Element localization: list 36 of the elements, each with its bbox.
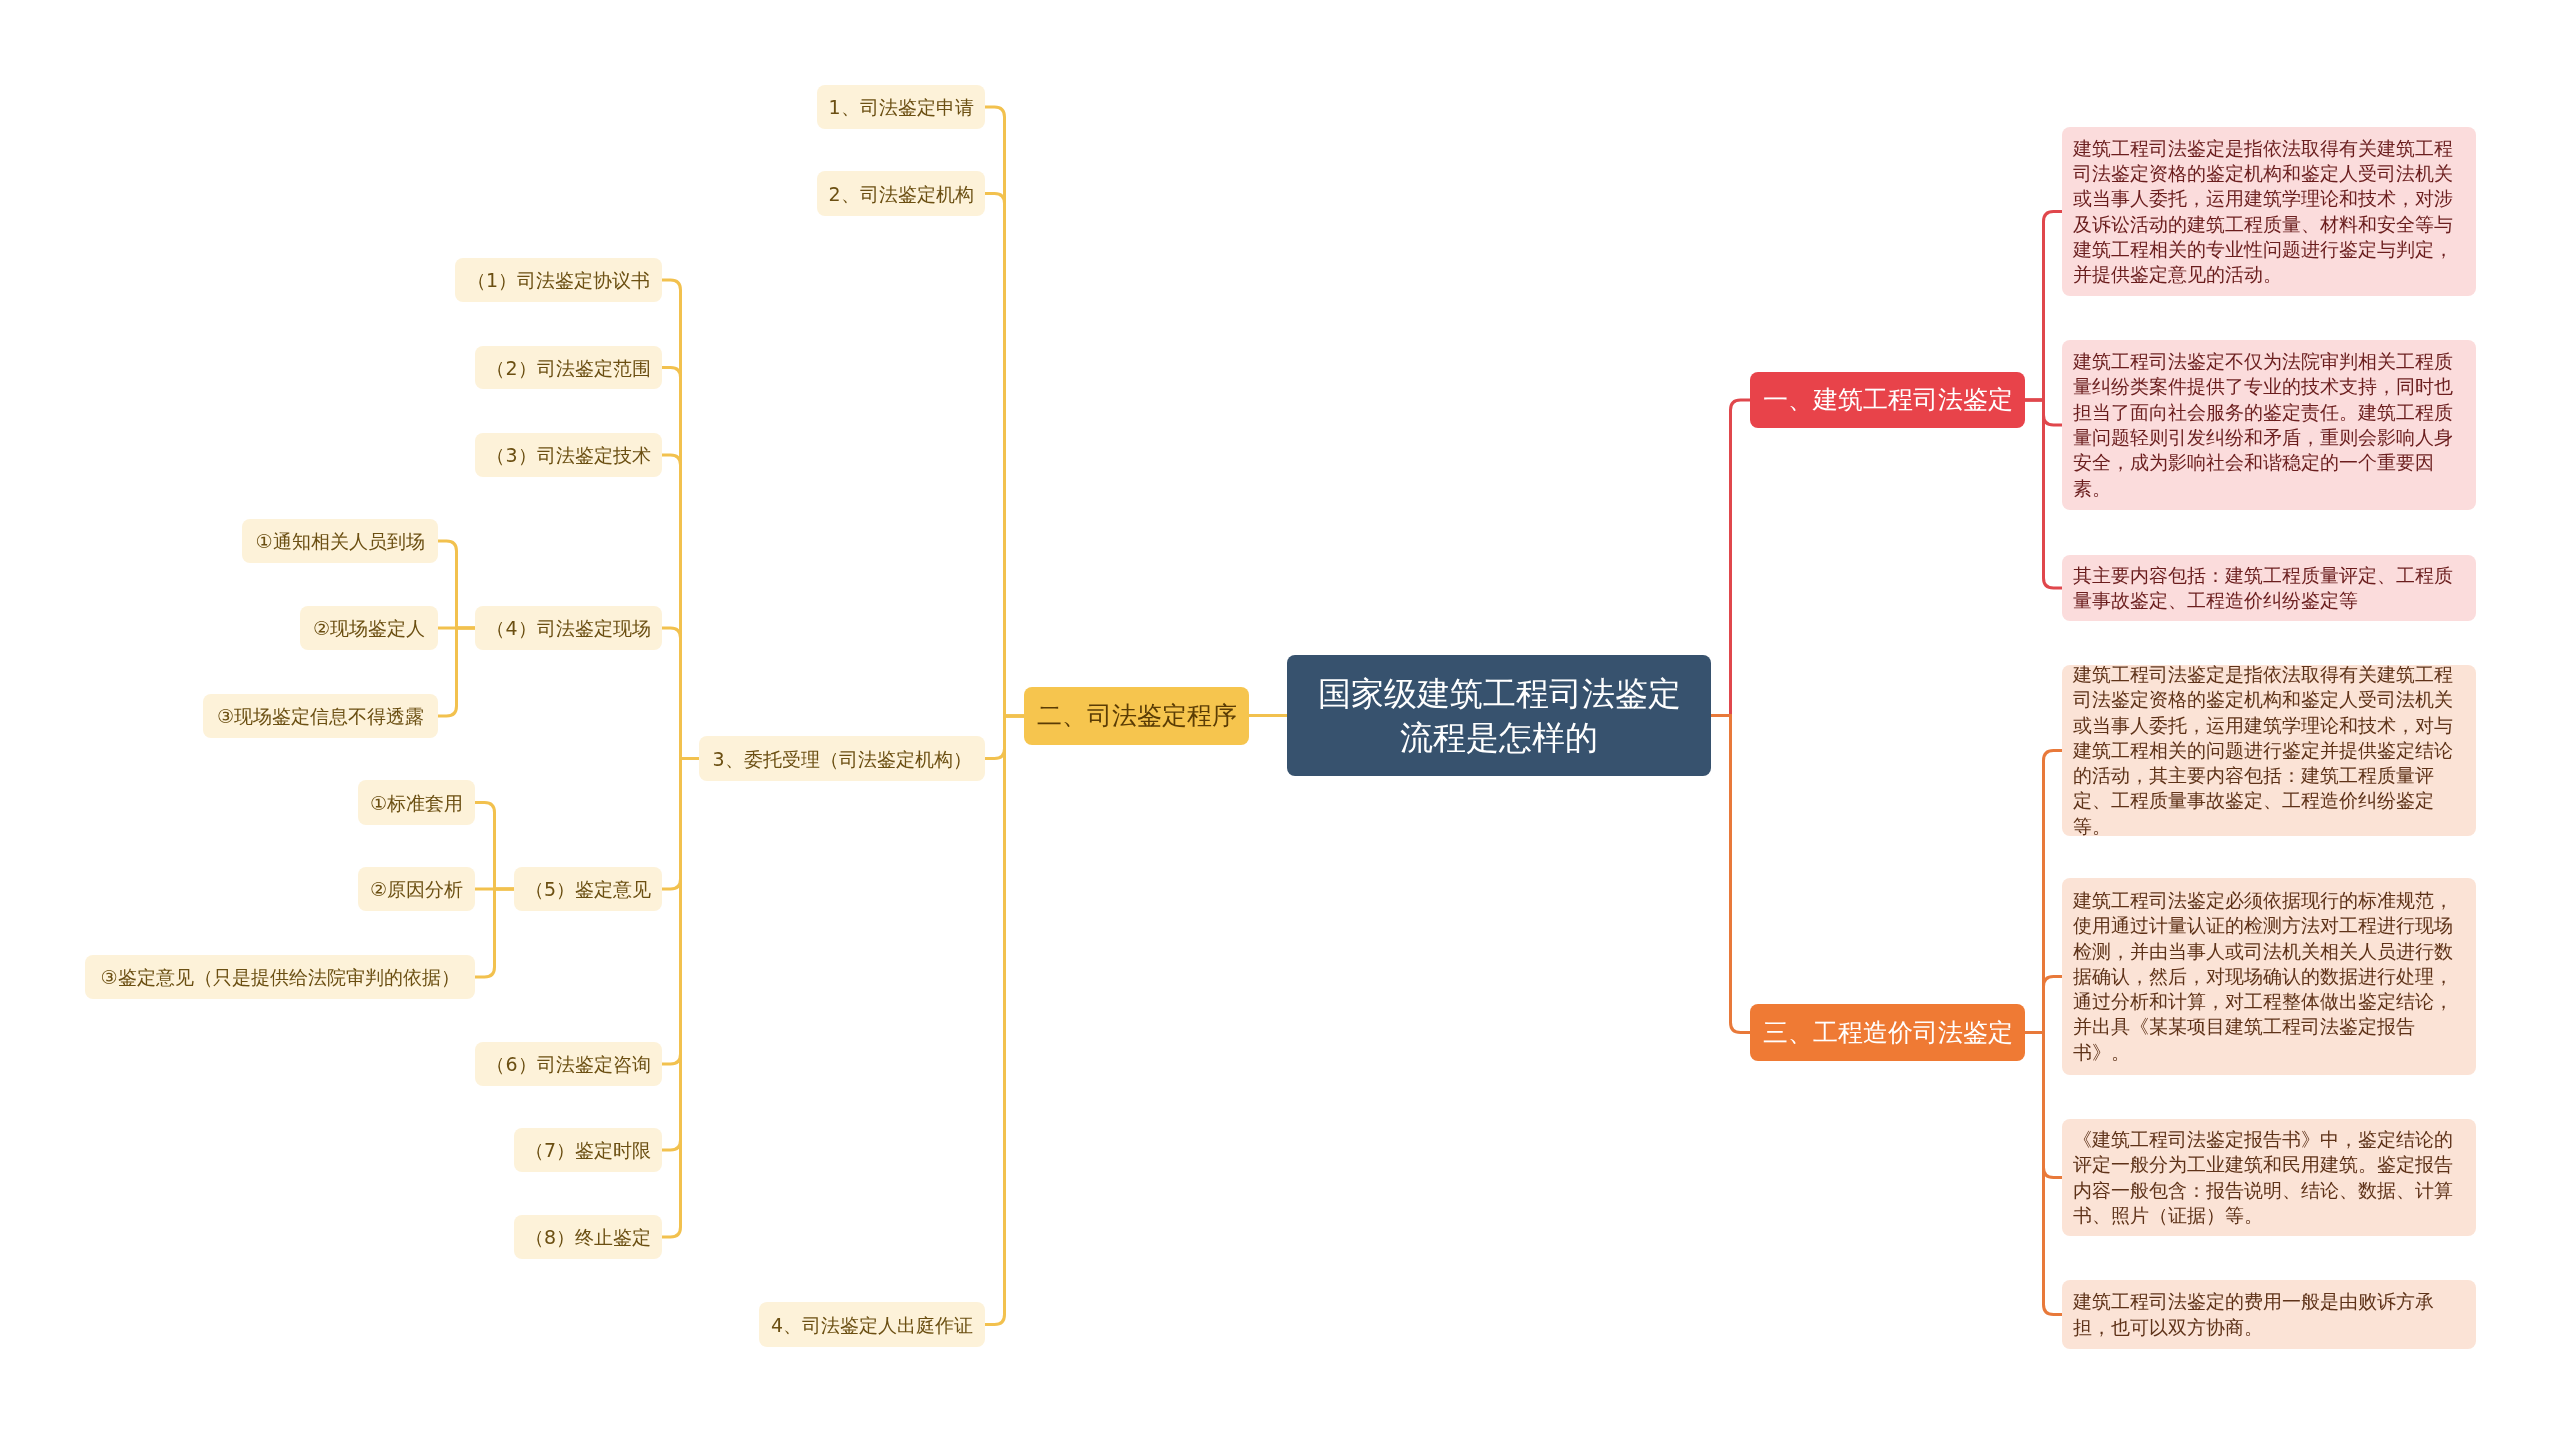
branch-topic-box: 二、司法鉴定程序 — [1024, 687, 1249, 745]
subtopic-box: （6）司法鉴定咨询 — [475, 1042, 662, 1086]
note-box: 建筑工程司法鉴定是指依法取得有关建筑工程司法鉴定资格的鉴定机构和鉴定人受司法机关或当事人委托，运用建筑学理论和技术，对涉及诉讼活动的建筑工程质量、材料和安全等与建筑工程相关的专业性问题进行鉴定与判定，并提供鉴定意见的活动。 — [2062, 127, 2476, 296]
note-box: 建筑工程司法鉴定的费用一般是由败诉方承担，也可以双方协商。 — [2062, 1280, 2476, 1349]
subtopic-box: 3、委托受理（司法鉴定机构） — [699, 736, 985, 781]
connector-line — [475, 887, 514, 979]
connector-line — [1711, 714, 1750, 1034]
subtopic-box: （3）司法鉴定技术 — [475, 433, 662, 477]
connector-line — [1249, 714, 1287, 717]
subtopic-box: （8）终止鉴定 — [514, 1215, 662, 1259]
note-box: 建筑工程司法鉴定必须依据现行的标准规范，使用通过计量认证的检测方法对工程进行现场检测，并由当事人或司法机关相关人员进行数据确认，然后，对现场确认的数据进行处理，通过分析和计算，对工程整体做出鉴定结论，并出具《某某项目建筑工程司法鉴定报告书》。 — [2062, 878, 2476, 1075]
subtopic-box: （4）司法鉴定现场 — [475, 606, 662, 650]
connector-line — [438, 626, 475, 718]
connector-line — [662, 757, 699, 1239]
subtopic-box: ①通知相关人员到场 — [242, 519, 438, 563]
subtopic-box: ②原因分析 — [358, 867, 475, 911]
subtopic-box: （7）鉴定时限 — [514, 1128, 662, 1172]
subtopic-box: 4、司法鉴定人出庭作证 — [759, 1302, 985, 1347]
subtopic-box: ①标准套用 — [358, 780, 475, 825]
subtopic-box: （2）司法鉴定范围 — [475, 346, 662, 389]
subtopic-box: 2、司法鉴定机构 — [817, 171, 985, 216]
note-box: 建筑工程司法鉴定不仅为法院审判相关工程质量纠纷类案件提供了专业的技术支持，同时也担当了面向社会服务的鉴定责任。建筑工程质量问题轻则引发纠纷和矛盾，重则会影响人身安全，成为影响社会和谐稳定的一个重要因素。 — [2062, 340, 2476, 510]
subtopic-box: ③鉴定意见（只是提供给法院审判的依据） — [85, 955, 475, 999]
branch-topic-box: 三、工程造价司法鉴定 — [1750, 1004, 2025, 1061]
subtopic-box: （5）鉴定意见 — [514, 867, 662, 911]
subtopic-box: ②现场鉴定人 — [300, 606, 438, 650]
branch-topic-box: 一、建筑工程司法鉴定 — [1750, 372, 2025, 428]
connector-line — [985, 714, 1024, 1326]
note-box: 《建筑工程司法鉴定报告书》中，鉴定结论的评定一般分为工业建筑和民用建筑。鉴定报告内容一般包含：报告说明、结论、数据、计算书、照片（证据）等。 — [2062, 1119, 2476, 1236]
note-box: 建筑工程司法鉴定是指依法取得有关建筑工程司法鉴定资格的鉴定机构和鉴定人受司法机关或当事人委托，运用建筑学理论和技术，对与建筑工程相关的问题进行鉴定并提供鉴定结论的活动，其主要内容包括：建筑工程质量评定、工程质量事故鉴定、工程造价纠纷鉴定等。 — [2062, 665, 2476, 836]
central-topic-box: 国家级建筑工程司法鉴定流程是怎样的 — [1287, 655, 1711, 776]
subtopic-box: 1、司法鉴定申请 — [817, 85, 985, 129]
subtopic-box: ③现场鉴定信息不得透露 — [203, 694, 438, 738]
subtopic-box: （1）司法鉴定协议书 — [455, 258, 662, 302]
connector-line — [2025, 398, 2062, 590]
note-box: 其主要内容包括：建筑工程质量评定、工程质量事故鉴定、工程造价纠纷鉴定等 — [2062, 555, 2476, 621]
